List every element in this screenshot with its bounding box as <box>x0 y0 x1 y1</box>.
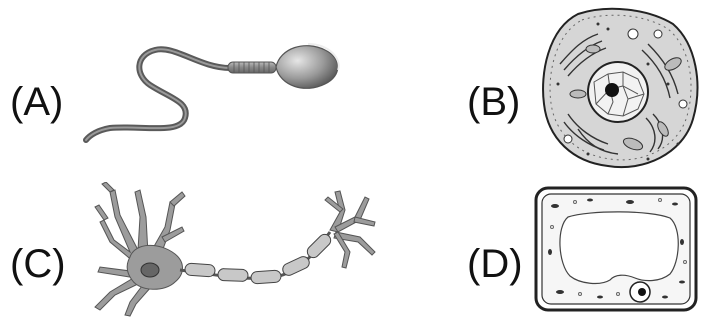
label-b: (B) <box>467 82 520 122</box>
label-c: (C) <box>10 244 66 284</box>
sperm-cell-icon <box>80 30 350 150</box>
plant-cell-icon <box>530 182 702 316</box>
animal-cell-icon <box>538 4 703 174</box>
label-d: (D) <box>467 244 523 284</box>
label-a: (A) <box>10 82 63 122</box>
neuron-icon <box>90 182 390 317</box>
